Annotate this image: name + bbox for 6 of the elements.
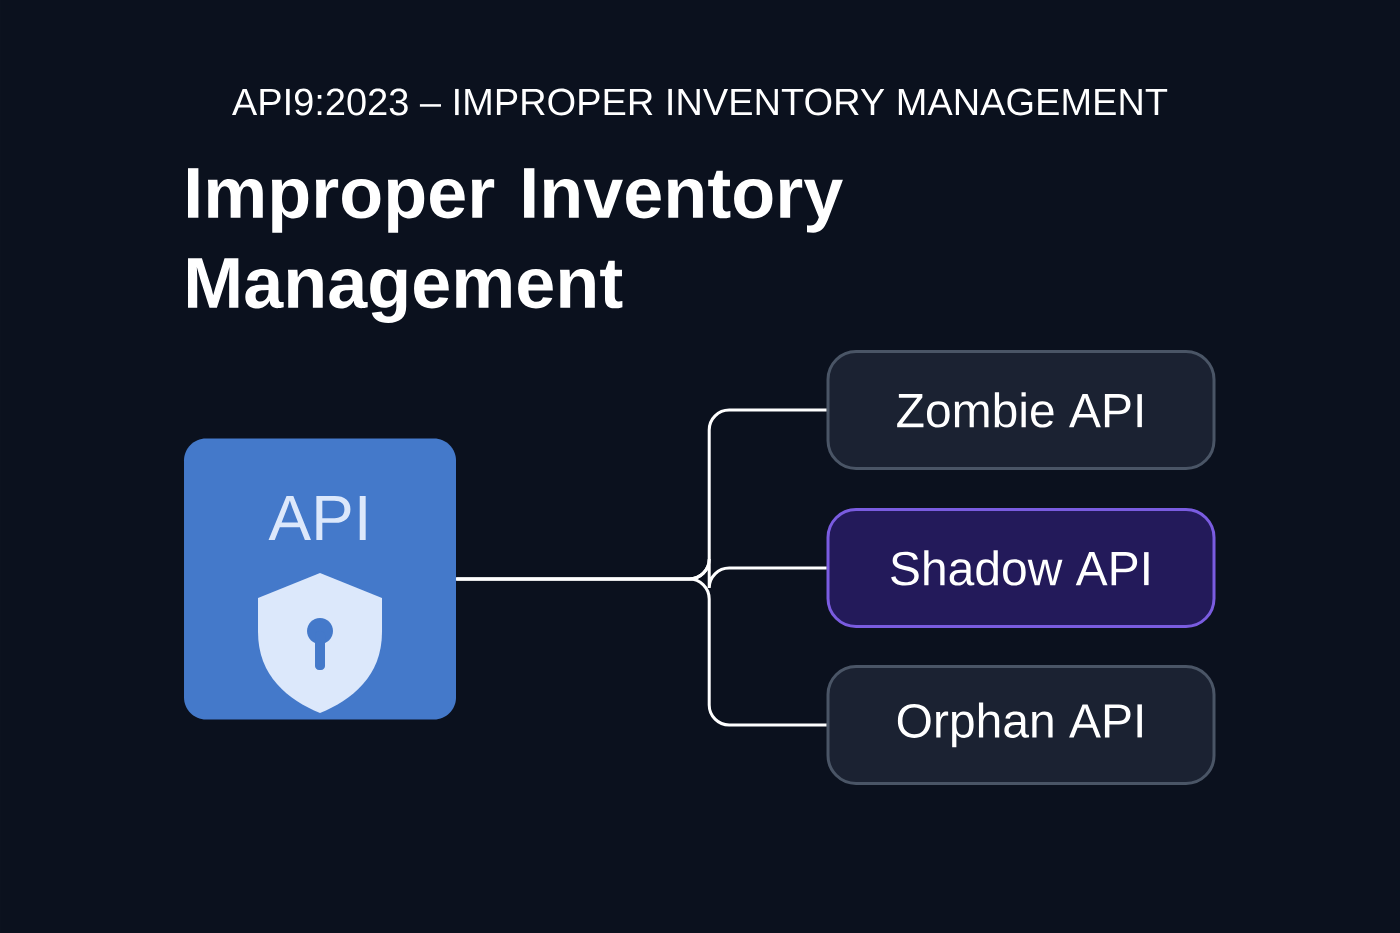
connector-line	[456, 577, 827, 727]
label-box: Orphan API	[826, 665, 1216, 785]
heading: Improper Inventory Management	[188, 168, 843, 323]
label-box: Shadow API	[826, 508, 1216, 628]
title: API9:2023 – IMPROPER INVENTORY MANAGEMENT	[232, 88, 1168, 116]
label-box: Zombie API	[826, 350, 1216, 470]
